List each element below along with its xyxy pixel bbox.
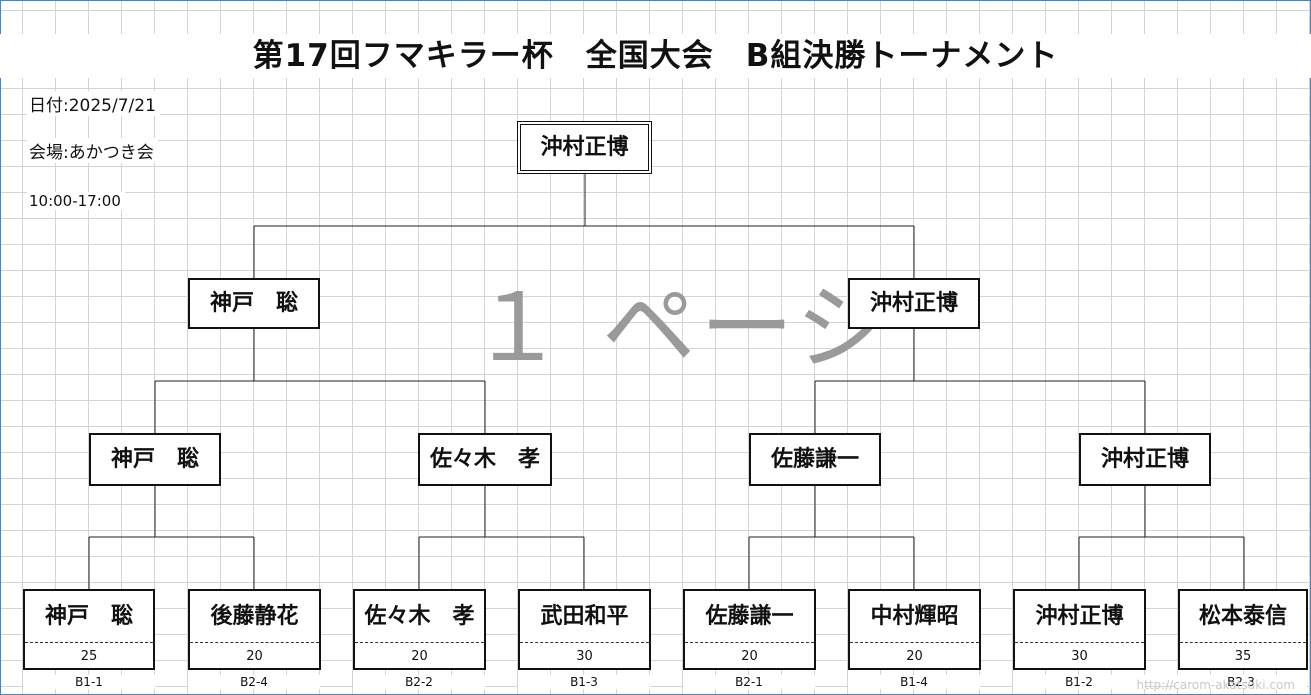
- entry-box-6: 中村輝昭 20: [848, 589, 981, 670]
- entry-box-7: 沖村正博 30: [1013, 589, 1146, 670]
- entry-name: 佐々木 孝: [355, 591, 484, 643]
- quarterfinal-box-1: 神戸 聡: [89, 433, 221, 486]
- entry-score: 20: [246, 649, 263, 664]
- entry-box-4: 武田和平 30: [518, 589, 651, 670]
- entry-name: 後藤静花: [190, 591, 319, 643]
- event-venue: 会場:あかつき会: [27, 138, 158, 163]
- url-watermark: http://carom-akatsuki.com: [1136, 678, 1295, 692]
- quarterfinal-name: 神戸 聡: [110, 447, 199, 472]
- quarterfinal-box-3: 佐藤謙一: [749, 433, 881, 486]
- champion-name: 沖村正博: [540, 135, 629, 160]
- entry-name: 武田和平: [520, 591, 649, 643]
- entry-box-1: 神戸 聡 25: [23, 589, 155, 670]
- entry-score: 20: [411, 649, 428, 664]
- semifinal-name: 沖村正博: [869, 291, 958, 316]
- quarterfinal-box-4: 沖村正博: [1079, 433, 1211, 486]
- entry-code: B1-4: [848, 675, 980, 689]
- entry-name: 松本泰信: [1180, 591, 1306, 643]
- entry-box-3: 佐々木 孝 20: [353, 589, 486, 670]
- entry-code: B1-2: [1013, 675, 1145, 689]
- entry-box-5: 佐藤謙一 20: [683, 589, 816, 670]
- quarterfinal-name: 佐々木 孝: [429, 447, 540, 472]
- entry-score: 30: [576, 649, 593, 664]
- entry-code: B1-1: [23, 675, 155, 689]
- entry-name: 佐藤謙一: [685, 591, 814, 643]
- quarterfinal-box-2: 佐々木 孝: [418, 433, 552, 486]
- entry-code: B2-4: [188, 675, 320, 689]
- entry-score: 30: [1071, 649, 1088, 664]
- entry-score: 25: [80, 649, 98, 664]
- entry-code: B1-3: [518, 675, 650, 689]
- entry-score: 35: [1234, 649, 1252, 664]
- entry-name: 中村輝昭: [850, 591, 979, 643]
- quarterfinal-name: 佐藤謙一: [770, 447, 859, 472]
- page-watermark: １ ページ: [470, 274, 895, 383]
- semifinal-box-1: 神戸 聡: [188, 278, 320, 329]
- quarterfinal-name: 沖村正博: [1100, 447, 1189, 472]
- entry-box-2: 後藤静花 20: [188, 589, 321, 670]
- entry-box-8: 松本泰信 35: [1178, 589, 1308, 670]
- event-time: 10:00-17:00: [27, 192, 125, 210]
- entry-name: 沖村正博: [1015, 591, 1144, 643]
- entry-name: 神戸 聡: [25, 591, 153, 643]
- entry-code: B2-2: [353, 675, 485, 689]
- entry-code: B2-3: [1175, 675, 1307, 689]
- champion-box: 沖村正博: [517, 121, 652, 174]
- entry-score: 20: [741, 649, 758, 664]
- semifinal-name: 神戸 聡: [209, 291, 298, 316]
- entry-score: 20: [906, 649, 923, 664]
- page-title: 第17回フマキラー杯 全国大会 B組決勝トーナメント: [0, 34, 1311, 78]
- semifinal-box-2: 沖村正博: [848, 278, 980, 329]
- event-date: 日付:2025/7/21: [27, 91, 160, 116]
- entry-code: B2-1: [683, 675, 815, 689]
